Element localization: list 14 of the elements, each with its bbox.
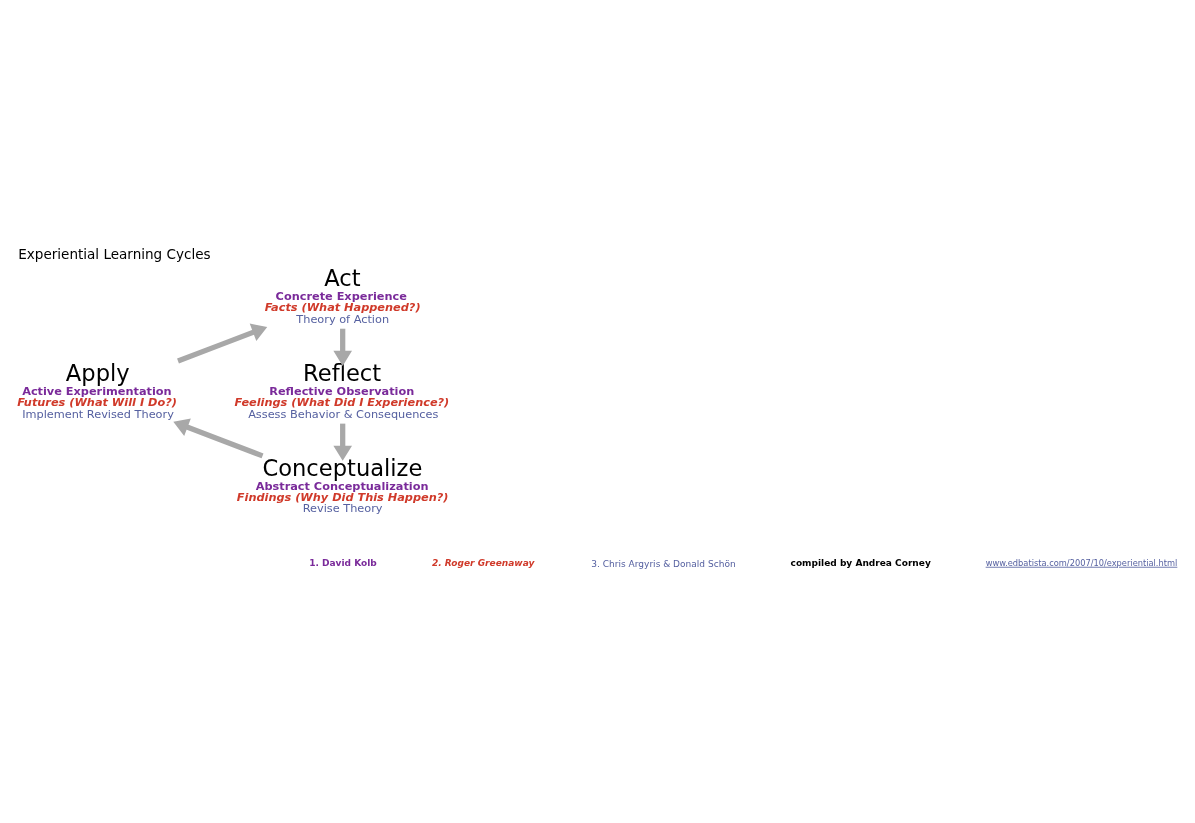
node-text: Conceptualize Abstract Conceptualization Findings (Why Did This Happen?) Revise Theory <box>236 455 449 516</box>
diagram-title: Experiential Learning Cycles <box>18 245 211 262</box>
arrow <box>173 418 264 459</box>
label: 1. David Kolb <box>309 558 377 569</box>
node-text: Apply Active Experimentation Futures (What Will I Do?) Implement Revised Theory <box>17 360 177 421</box>
label: 3. Chris Argyris & Donald Schön <box>591 558 736 569</box>
arrow <box>333 328 352 366</box>
label: 2. Roger Greenaway <box>431 558 535 569</box>
label: compiled by Andrea Corney <box>790 558 931 569</box>
arrow <box>333 423 352 461</box>
node-text: Act Concrete Experience Facts (What Happened?) Theory of Action <box>264 265 421 326</box>
node-text: Reflect Reflective Observation Feelings (What Did I Experience?) Assess Behavior & Consequences <box>234 360 450 421</box>
label: www.edbatista.com/2007/10/experiential.html <box>985 557 1178 568</box>
arrow <box>177 323 268 364</box>
